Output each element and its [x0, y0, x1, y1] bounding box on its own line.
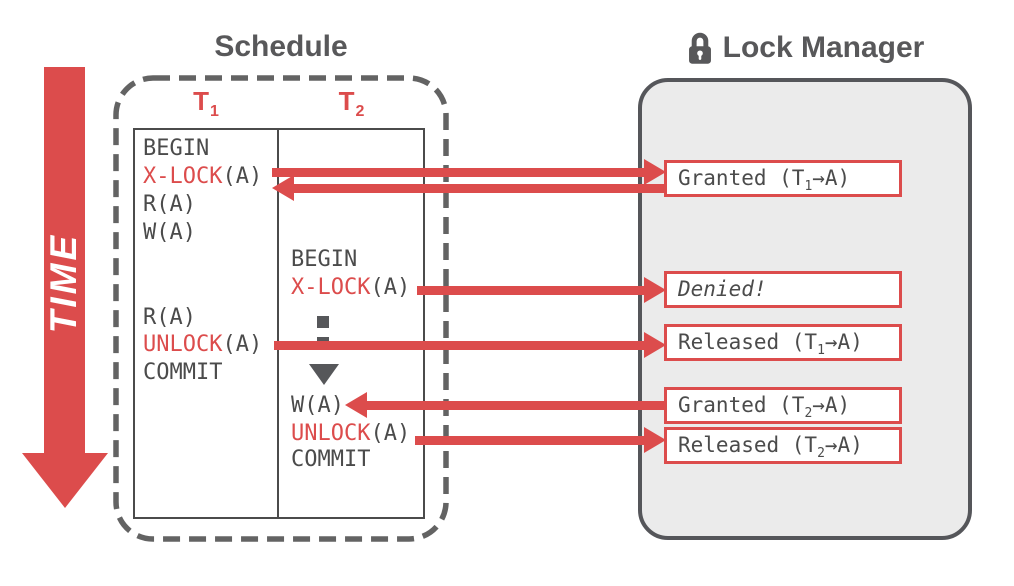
t2-subscript: 2	[355, 103, 365, 120]
padlock-icon	[686, 31, 714, 65]
lockmgr-message-released-t1: Released (T1→A)	[664, 324, 902, 361]
time-label: TIME	[43, 232, 84, 334]
t1-subscript: 1	[209, 103, 219, 120]
t2-op-begin: BEGIN	[291, 247, 358, 272]
wait-dot-icon	[317, 316, 329, 328]
arrow-t1-xlock-request	[272, 168, 644, 177]
arrowhead-left-icon	[272, 175, 294, 201]
t1-op-write-a: W(A)	[143, 220, 196, 245]
wait-arrow-down-icon	[309, 364, 339, 385]
lock-manager-header: Lock Manager	[640, 31, 970, 65]
schedule-dashed-border	[113, 75, 449, 542]
t1-op-unlock-a: UNLOCK(A)	[143, 332, 263, 357]
t1-op-read-a: R(A)	[143, 192, 196, 217]
column-header-t1: T1	[133, 86, 278, 120]
lockmgr-message-denied: Denied!	[664, 271, 902, 308]
t2-op-unlock-a: UNLOCK(A)	[291, 421, 411, 446]
lockmgr-message-granted-t1: Granted (T1→A)	[664, 160, 902, 197]
time-arrow-shaft	[44, 67, 85, 455]
t2-op-commit: COMMIT	[291, 447, 371, 472]
time-arrow-head	[22, 453, 108, 508]
arrowhead-right-icon	[644, 277, 666, 303]
arrowhead-right-icon	[644, 427, 666, 453]
arrowhead-right-icon	[644, 332, 666, 358]
t2-label: T	[338, 86, 355, 116]
arrowhead-right-icon	[644, 159, 666, 185]
schedule-title: Schedule	[214, 30, 348, 63]
t1-op-read-a-2: R(A)	[143, 305, 196, 330]
t1-op-begin: BEGIN	[143, 136, 210, 161]
arrow-t2-unlock-request	[415, 436, 644, 445]
arrow-t1-xlock-response	[294, 184, 664, 193]
t1-label: T	[193, 86, 209, 116]
t1-op-xlock-a: X-LOCK(A)	[143, 164, 263, 189]
t1-op-commit: COMMIT	[143, 360, 223, 385]
t2-op-xlock-a: X-LOCK(A)	[291, 275, 411, 300]
arrow-t2-grant-response	[367, 401, 664, 410]
lock-manager-panel	[638, 78, 972, 540]
schedule-column-divider	[277, 128, 279, 519]
arrow-t2-xlock-request	[417, 286, 644, 295]
lockmgr-message-granted-t2: Granted (T2→A)	[664, 387, 902, 424]
arrow-t1-unlock-request	[274, 341, 644, 350]
arrowhead-left-icon	[345, 392, 367, 418]
lockmgr-message-released-t2: Released (T2→A)	[664, 427, 902, 464]
column-header-t2: T2	[278, 86, 424, 120]
lock-manager-title: Lock Manager	[722, 31, 925, 64]
t2-op-write-a: W(A)	[291, 393, 344, 418]
